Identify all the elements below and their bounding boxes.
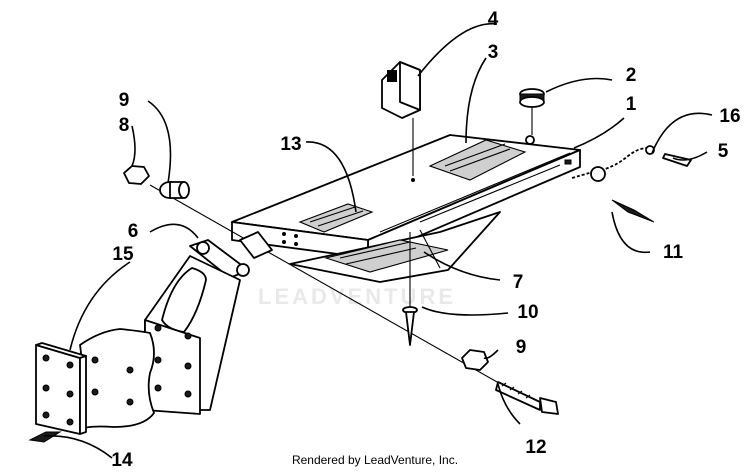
callout-15: 15 [112, 244, 134, 265]
leader-lines [43, 22, 713, 459]
callouts: 1 2 3 4 5 6 7 8 9 9 10 11 12 13 14 15 16 [111, 9, 740, 471]
grommet-2 [519, 88, 545, 135]
callout-9-bottom: 9 [516, 337, 527, 358]
bolt-10 [402, 306, 418, 346]
rendered-by-credit: Rendered by LeadVenture, Inc. [291, 453, 459, 467]
nut-8 [123, 165, 150, 185]
callout-12: 12 [525, 437, 546, 458]
lanyard-16 [571, 145, 692, 182]
decal-pack-4 [381, 61, 421, 176]
plate-14 [28, 342, 87, 443]
decal-13 [298, 203, 374, 233]
pin-11 [611, 199, 655, 223]
callout-10: 10 [517, 302, 538, 323]
spacer-9-top [159, 181, 190, 199]
callout-3: 3 [488, 42, 499, 63]
bolt-12 [495, 381, 559, 415]
decal-7 [323, 239, 449, 273]
callout-5: 5 [718, 141, 729, 162]
callout-11: 11 [663, 242, 684, 263]
callout-6: 6 [128, 221, 139, 242]
callout-16: 16 [719, 106, 740, 127]
callout-1: 1 [626, 94, 637, 115]
shaft-axis [149, 184, 521, 396]
callout-4: 4 [488, 9, 499, 30]
callout-2: 2 [626, 65, 637, 86]
callout-8: 8 [119, 115, 130, 136]
hinge-bracket-6 [144, 231, 273, 415]
callout-14: 14 [111, 450, 133, 471]
callout-7: 7 [513, 272, 524, 293]
spacer-9-bottom [461, 349, 489, 371]
callout-9-top: 9 [119, 90, 130, 111]
callout-13: 13 [280, 134, 301, 155]
backing-pad-15 [75, 328, 155, 432]
main-plate [231, 134, 581, 259]
watermark-text: LEADVENTURE [258, 284, 456, 309]
rivet-14 [28, 431, 62, 443]
